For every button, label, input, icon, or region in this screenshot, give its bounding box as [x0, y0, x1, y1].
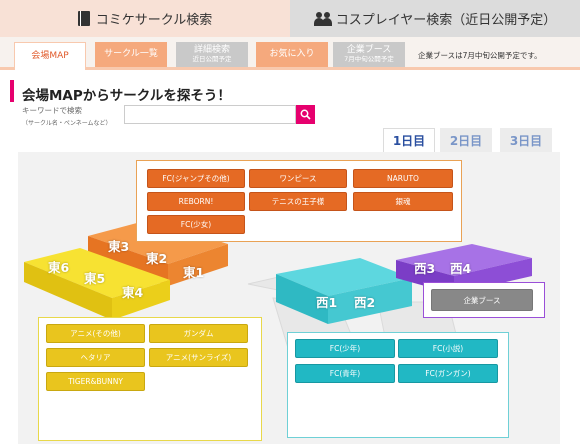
genre-button[interactable]: REBORN! — [147, 192, 245, 211]
tab-cosplayer-search-label: コスプレイヤー検索（近日公開予定） — [335, 13, 557, 28]
day-tab-1-label: 1日目 — [392, 134, 426, 148]
subtab-detail-search-label: 詳細検索 — [193, 45, 230, 56]
hall-label-east5[interactable]: 東5 — [84, 271, 106, 286]
subtab-company-booth-sublabel: 7月中旬公開予定 — [344, 54, 394, 63]
genre-button[interactable]: FC(少女) — [147, 215, 245, 234]
genre-label: アニメ(その他) — [70, 329, 121, 338]
genre-button[interactable]: FC(青年) — [295, 364, 395, 383]
subtab-detail-search[interactable]: 詳細検索 近日公開予定 — [176, 42, 248, 67]
genre-label: FC(ジャンプその他) — [162, 174, 230, 183]
hall-label-east6[interactable]: 東6 — [48, 260, 70, 275]
tab-cosplayer-search[interactable]: コスプレイヤー検索（近日公開予定） — [290, 0, 580, 37]
subtab-company-booth[interactable]: 企業ブース 7月中旬公開予定 — [333, 42, 405, 67]
genre-label: 銀魂 — [395, 197, 411, 206]
genre-label: ワンピース — [279, 174, 317, 183]
west12-genre-popup: FC(少年) FC(小説) FC(青年) FC(ガンガン) — [287, 332, 509, 438]
genre-label: 企業ブース — [463, 295, 501, 305]
genre-label: FC(少年) — [329, 344, 361, 353]
venue-map: 東3 東2 東1 東6 東5 東4 西1 西2 西3 西4 FC(ジャンプその他… — [18, 152, 560, 444]
day-tab-1[interactable]: 1日目 — [383, 128, 435, 152]
day-tab-2[interactable]: 2日目 — [440, 128, 492, 152]
genre-button[interactable]: FC(ジャンプその他) — [147, 169, 245, 188]
genre-label: ガンダム — [183, 329, 214, 338]
day-tab-3[interactable]: 3日目 — [500, 128, 552, 152]
subtab-company-booth-label: 企業ブース — [346, 45, 392, 56]
genre-button[interactable]: ヘタリア — [46, 348, 145, 367]
hall-label-east3[interactable]: 東3 — [108, 239, 130, 254]
subtab-circle-list-label: サークル一覧 — [104, 48, 158, 59]
genre-label: テニスの王子様 — [271, 197, 325, 206]
subtab-map[interactable]: 会場MAP — [14, 42, 86, 70]
subtab-detail-search-sublabel: 近日公開予定 — [192, 54, 232, 63]
genre-button[interactable]: アニメ(サンライズ) — [149, 348, 248, 367]
hall-label-west1[interactable]: 西1 — [316, 295, 338, 310]
day-tab-2-label: 2日目 — [449, 133, 483, 148]
book-icon — [77, 11, 90, 26]
top-tabs: コミケサークル検索 コスプレイヤー検索（近日公開予定） — [0, 0, 580, 37]
people-icon — [313, 11, 332, 26]
subtab-favorites[interactable]: お気に入り — [256, 42, 328, 67]
genre-label: ヘタリア — [80, 353, 111, 362]
hall-label-east4[interactable]: 東4 — [122, 285, 144, 300]
hall-label-west4[interactable]: 西4 — [450, 261, 472, 276]
genre-button[interactable]: FC(小説) — [398, 339, 498, 358]
genre-label: アニメ(サンライズ) — [165, 353, 232, 362]
subtab-circle-list[interactable]: サークル一覧 — [95, 42, 167, 67]
genre-label: FC(青年) — [329, 369, 361, 378]
tab-circle-search-label: コミケサークル検索 — [95, 13, 213, 28]
genre-button[interactable]: アニメ(その他) — [46, 324, 145, 343]
keyword-search-label: キーワードで検索 — [22, 106, 82, 115]
genre-button[interactable]: TIGER&BUNNY — [46, 372, 145, 391]
east123-genre-popup: FC(ジャンプその他) ワンピース NARUTO REBORN! テニスの王子様… — [136, 160, 462, 242]
company-booth-button[interactable]: 企業ブース — [431, 289, 533, 311]
genre-label: NARUTO — [387, 174, 419, 183]
company-booth-note: 企業ブースは7月中旬公開予定です。 — [418, 51, 542, 60]
heading-accent-bar — [10, 80, 14, 102]
hall-west-1-2[interactable] — [276, 258, 412, 324]
tab-circle-search[interactable]: コミケサークル検索 — [0, 0, 290, 37]
genre-button[interactable]: 銀魂 — [353, 192, 453, 211]
genre-label: FC(ガンガン) — [425, 369, 471, 378]
genre-label: REBORN! — [178, 197, 214, 206]
genre-label: FC(小説) — [432, 344, 464, 353]
search-button[interactable] — [296, 105, 315, 124]
genre-button[interactable]: ガンダム — [149, 324, 248, 343]
hall-label-east2[interactable]: 東2 — [146, 251, 168, 266]
day-tab-3-label: 3日目 — [509, 133, 543, 148]
sub-navigation: 会場MAP サークル一覧 詳細検索 近日公開予定 お気に入り 企業ブース 7月中… — [0, 37, 580, 70]
genre-button[interactable]: FC(少年) — [295, 339, 395, 358]
genre-label: FC(少女) — [180, 220, 212, 229]
west34-genre-popup: 企業ブース — [423, 282, 545, 318]
subtab-favorites-label: お気に入り — [269, 48, 315, 59]
page-title: 会場MAPからサークルを探そう！ — [22, 88, 231, 104]
genre-button[interactable]: NARUTO — [353, 169, 453, 188]
genre-button[interactable]: FC(ガンガン) — [398, 364, 498, 383]
subtab-map-label: 会場MAP — [31, 50, 69, 61]
hall-label-east1[interactable]: 東1 — [183, 265, 205, 280]
genre-label: TIGER&BUNNY — [68, 377, 123, 386]
genre-button[interactable]: テニスの王子様 — [249, 192, 347, 211]
hall-label-west3[interactable]: 西3 — [414, 261, 436, 276]
hall-label-west2[interactable]: 西2 — [354, 295, 376, 310]
hall-east-4-5-6[interactable] — [24, 248, 170, 320]
genre-button[interactable]: ワンピース — [249, 169, 347, 188]
east456-genre-popup: アニメ(その他) ガンダム ヘタリア アニメ(サンライズ) TIGER&BUNN… — [38, 317, 262, 441]
keyword-search-sublabel: （サークル名・ペンネームなど） — [22, 120, 112, 127]
search-icon — [300, 109, 311, 120]
search-input[interactable] — [124, 105, 296, 124]
